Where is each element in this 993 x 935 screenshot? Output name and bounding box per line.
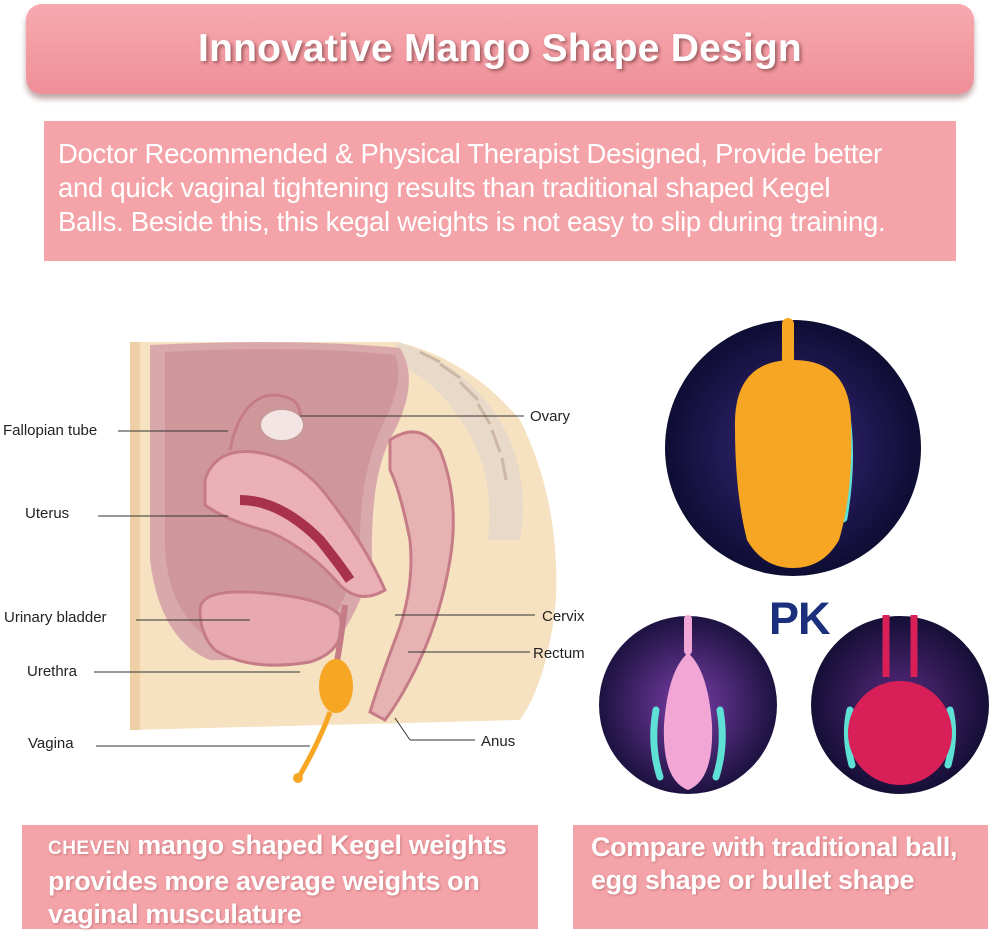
- caption-left-line-1: CHEVEN mango shaped Kegel weights: [48, 829, 538, 865]
- mango-weight-image: [665, 318, 921, 576]
- caption-left-line-3: vaginal musculature: [48, 899, 302, 929]
- intro-line-3: Balls. Beside this, this kegal weights i…: [58, 206, 886, 237]
- label-urethra: Urethra: [27, 663, 78, 680]
- label-vagina: Vagina: [28, 735, 74, 752]
- label-cervix: Cervix: [542, 608, 585, 625]
- brand-name: CHEVEN: [48, 838, 131, 859]
- egg-weight-image: [599, 615, 777, 794]
- caption-left-line-1-rest: mango shaped Kegel weights: [130, 830, 507, 860]
- intro-line-1: Doctor Recommended & Physical Therapist …: [58, 138, 883, 169]
- label-anus: Anus: [481, 733, 516, 750]
- caption-left-line-2: provides more average weights on: [48, 866, 480, 896]
- anatomy-diagram: [94, 342, 557, 783]
- intro-box: Doctor Recommended & Physical Therapist …: [44, 121, 956, 261]
- caption-left-box: CHEVEN mango shaped Kegel weights provid…: [22, 825, 538, 929]
- caption-right-line-2: egg shape or bullet shape: [591, 865, 915, 895]
- caption-right-line-1: Compare with traditional ball,: [591, 832, 958, 862]
- caption-right-box: Compare with traditional ball, egg shape…: [573, 825, 988, 929]
- label-fallopian-tube: Fallopian tube: [3, 422, 98, 439]
- label-uterus: Uterus: [25, 505, 70, 522]
- label-urinary-bladder: Urinary bladder: [4, 609, 107, 626]
- pk-label: PK: [769, 593, 831, 644]
- ball-weight-image: [811, 615, 989, 794]
- intro-line-2: and quick vaginal tightening results tha…: [58, 172, 831, 203]
- label-ovary: Ovary: [530, 408, 571, 425]
- title-banner: Innovative Mango Shape Design: [26, 4, 974, 94]
- banner-title: Innovative Mango Shape Design: [198, 27, 802, 70]
- label-rectum: Rectum: [533, 645, 585, 662]
